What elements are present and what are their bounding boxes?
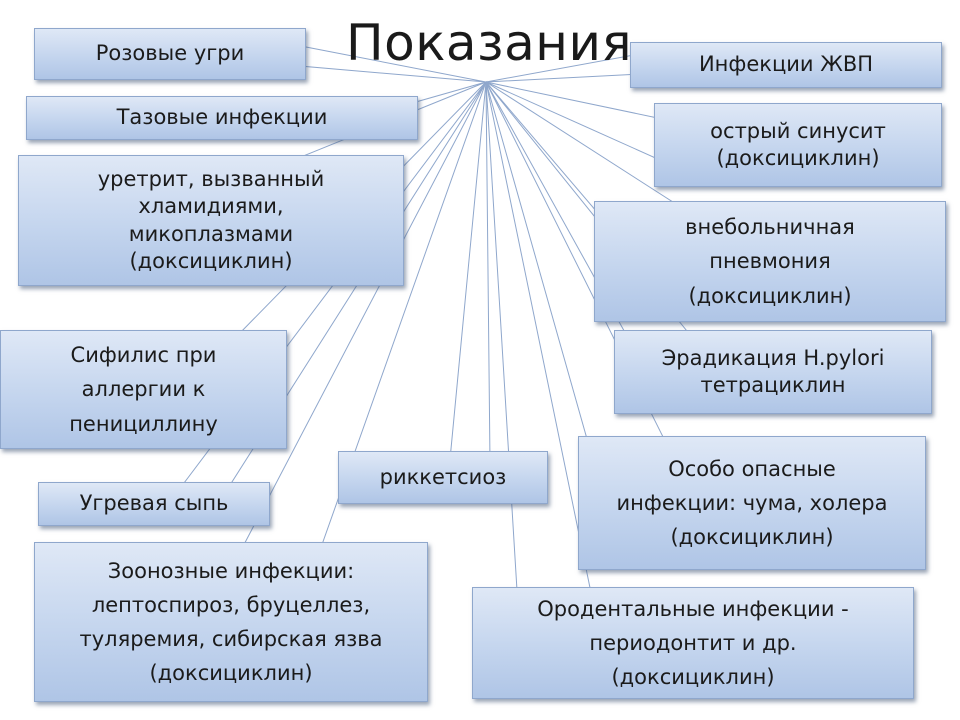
box-urethritis-label: уретрит, вызванный хламидиями, микоплазм…: [97, 166, 325, 273]
box-pneumonia: внебольничная пневмония (доксициклин): [594, 201, 946, 322]
box-acne: Угревая сыпь: [38, 482, 270, 526]
box-urethritis: уретрит, вызванный хламидиями, микоплазм…: [18, 155, 404, 286]
box-zoonotic-label: Зоонозные инфекции: лептоспироз, бруцелл…: [79, 558, 383, 686]
box-syphilis: Сифилис при аллергии к пенициллину: [0, 330, 287, 449]
box-orodental-infections: Ородентальные инфекции - периодонтит и д…: [472, 587, 914, 699]
box-biliary-infections: Инфекции ЖВП: [630, 42, 942, 88]
box-rosacea-label: Розовые угри: [95, 41, 245, 66]
box-rickettsiosis: риккетсиоз: [338, 451, 548, 504]
box-pelvic-label: Тазовые инфекции: [116, 105, 328, 130]
box-dangerous-label: Особо опасные инфекции: чума, холера (до…: [616, 456, 888, 549]
box-pylori-label: Эрадикация H.pylori тетрациклин: [661, 345, 885, 397]
box-rosacea: Розовые угри: [34, 28, 306, 80]
box-pelvic-infections: Тазовые инфекции: [26, 96, 418, 140]
slide-title: Показания: [346, 14, 633, 72]
box-zoonotic-infections: Зоонозные инфекции: лептоспироз, бруцелл…: [34, 542, 428, 702]
box-dangerous-infections: Особо опасные инфекции: чума, холера (до…: [578, 436, 926, 570]
box-syphilis-label: Сифилис при аллергии к пенициллину: [69, 343, 218, 436]
box-acne-label: Угревая сыпь: [79, 491, 229, 516]
box-orodental-label: Ородентальные инфекции - периодонтит и д…: [537, 596, 849, 689]
box-h-pylori: Эрадикация H.pylori тетрациклин: [614, 330, 932, 414]
box-rickettsiosis-label: риккетсиоз: [379, 464, 507, 489]
box-acute-sinusitis: острый синусит (доксициклин): [654, 103, 942, 187]
box-pneumonia-label: внебольничная пневмония (доксициклин): [685, 215, 855, 308]
box-sinusitis-label: острый синусит (доксициклин): [710, 118, 886, 170]
box-biliary-label: Инфекции ЖВП: [698, 52, 874, 77]
